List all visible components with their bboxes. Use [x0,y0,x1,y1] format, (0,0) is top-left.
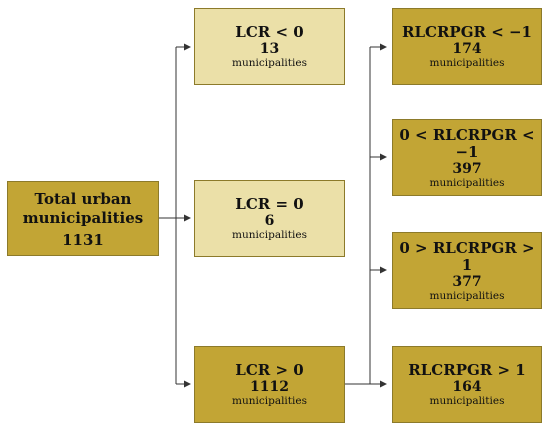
node-count: 1131 [62,230,104,249]
node-count: 6 [264,213,275,229]
node-title: LCR < 0 [235,23,304,41]
node-unit: municipalities [232,395,307,407]
node-title: RLCRPGR > 1 [408,361,526,379]
node-title-line1: Total urban [34,189,132,208]
node-unit: municipalities [429,395,505,407]
node-rlcrpgr-between-zero-one: 0 > RLCRPGR > 1 377 municipalities [392,232,542,309]
node-lcr-zero: LCR = 0 6 municipalities [194,180,345,257]
node-title-line2: municipalities [22,208,144,227]
node-lcr-positive: LCR > 0 1112 municipalities [194,346,345,423]
edge-group-total [159,43,191,388]
node-count: 164 [452,379,482,395]
node-count: 397 [452,160,482,177]
node-title: 0 < RLCRPGR < −1 [399,125,535,161]
node-title: 0 > RLCRPGR > 1 [399,238,535,274]
node-unit: municipalities [232,229,307,241]
node-count: 377 [452,273,482,290]
node-unit: municipalities [429,176,505,189]
node-title: LCR > 0 [235,361,304,379]
node-unit: municipalities [429,289,505,302]
node-title: LCR = 0 [235,195,304,213]
node-total-urban-municipalities: Total urban municipalities 1131 [7,181,159,256]
node-rlcrpgr-greater-than-one: RLCRPGR > 1 164 municipalities [392,346,542,423]
edge-group-lcr-pos [345,43,387,388]
node-count: 174 [452,41,482,57]
node-count: 1112 [250,379,289,395]
node-unit: municipalities [429,57,505,69]
node-lcr-negative: LCR < 0 13 municipalities [194,8,345,85]
node-unit: municipalities [232,57,307,69]
node-rlcrpgr-less-than-minus-one: RLCRPGR < −1 174 municipalities [392,8,542,85]
node-count: 13 [259,41,280,57]
node-rlcrpgr-between-zero-minus-one: 0 < RLCRPGR < −1 397 municipalities [392,119,542,196]
node-title: RLCRPGR < −1 [402,23,532,41]
